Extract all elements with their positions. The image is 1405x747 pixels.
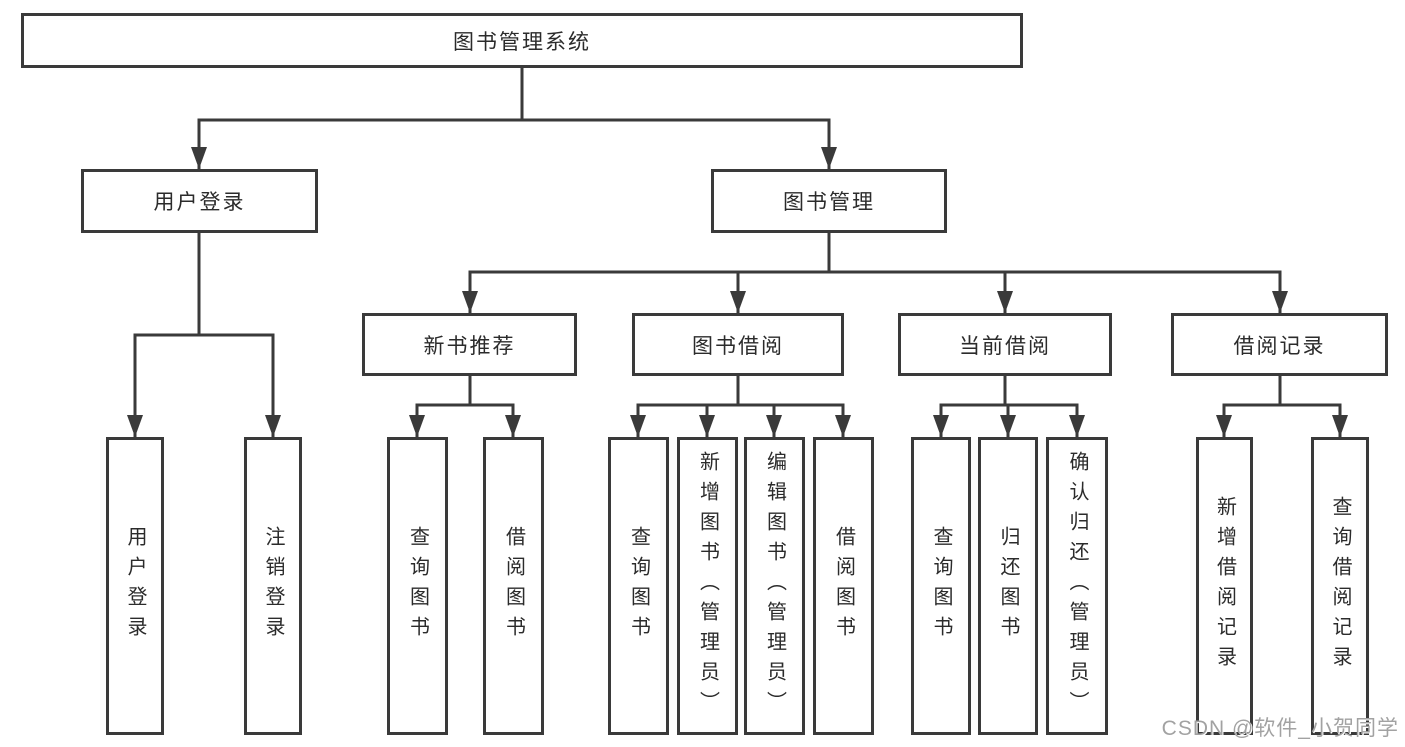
node-label: 借阅图书: [832, 526, 855, 646]
node-label: 借阅图书: [502, 526, 525, 646]
node-label: 查询图书: [930, 526, 952, 646]
csdn-watermark: CSDN @软件_小贺同学: [1161, 717, 1399, 740]
leaf-add-book-admin: 新增图书（管理员）: [677, 437, 738, 735]
node-label: 图书借阅: [692, 334, 784, 358]
node-user-login: 用户登录: [81, 169, 318, 233]
leaf-confirm-return-admin: 确认归还（管理员）: [1046, 437, 1108, 735]
leaf-query-books-borrow: 查询图书: [608, 437, 669, 735]
node-label: 当前借阅: [959, 334, 1051, 358]
leaf-user-login: 用户登录: [106, 437, 164, 735]
node-label: 编辑图书（管理员）: [763, 451, 786, 721]
leaf-query-books-recommend: 查询图书: [387, 437, 448, 735]
node-borrow-records: 借阅记录: [1171, 313, 1388, 376]
leaf-return-books: 归还图书: [978, 437, 1038, 735]
leaf-query-books-current: 查询图书: [911, 437, 971, 735]
node-root: 图书管理系统: [21, 13, 1023, 68]
node-label: 新书推荐: [423, 334, 516, 358]
node-label: 新增借阅记录: [1213, 496, 1236, 676]
node-label: 查询图书: [627, 526, 650, 646]
node-label: 新增图书（管理员）: [696, 451, 719, 721]
node-label: 确认归还（管理员）: [1066, 451, 1088, 721]
node-label: 注销登录: [262, 526, 284, 646]
leaf-query-borrow-record: 查询借阅记录: [1311, 437, 1369, 735]
node-label: 用户登录: [153, 191, 246, 214]
node-label: 查询借阅记录: [1329, 496, 1351, 676]
leaf-add-borrow-record: 新增借阅记录: [1196, 437, 1253, 735]
node-label: 借阅记录: [1233, 334, 1326, 358]
leaf-edit-book-admin: 编辑图书（管理员）: [744, 437, 805, 735]
node-label: 图书管理系统: [453, 30, 591, 54]
node-new-book-recommend: 新书推荐: [362, 313, 577, 376]
node-book-borrow: 图书借阅: [632, 313, 844, 376]
node-label: 查询图书: [406, 526, 429, 646]
leaf-borrow-books-recommend: 借阅图书: [483, 437, 544, 735]
node-label: 归还图书: [997, 526, 1019, 646]
node-current-borrow: 当前借阅: [898, 313, 1112, 376]
node-book-management: 图书管理: [711, 169, 947, 233]
node-label: 图书管理: [783, 191, 875, 214]
leaf-logout: 注销登录: [244, 437, 302, 735]
node-label: 用户登录: [124, 526, 146, 646]
leaf-borrow-books: 借阅图书: [813, 437, 874, 735]
